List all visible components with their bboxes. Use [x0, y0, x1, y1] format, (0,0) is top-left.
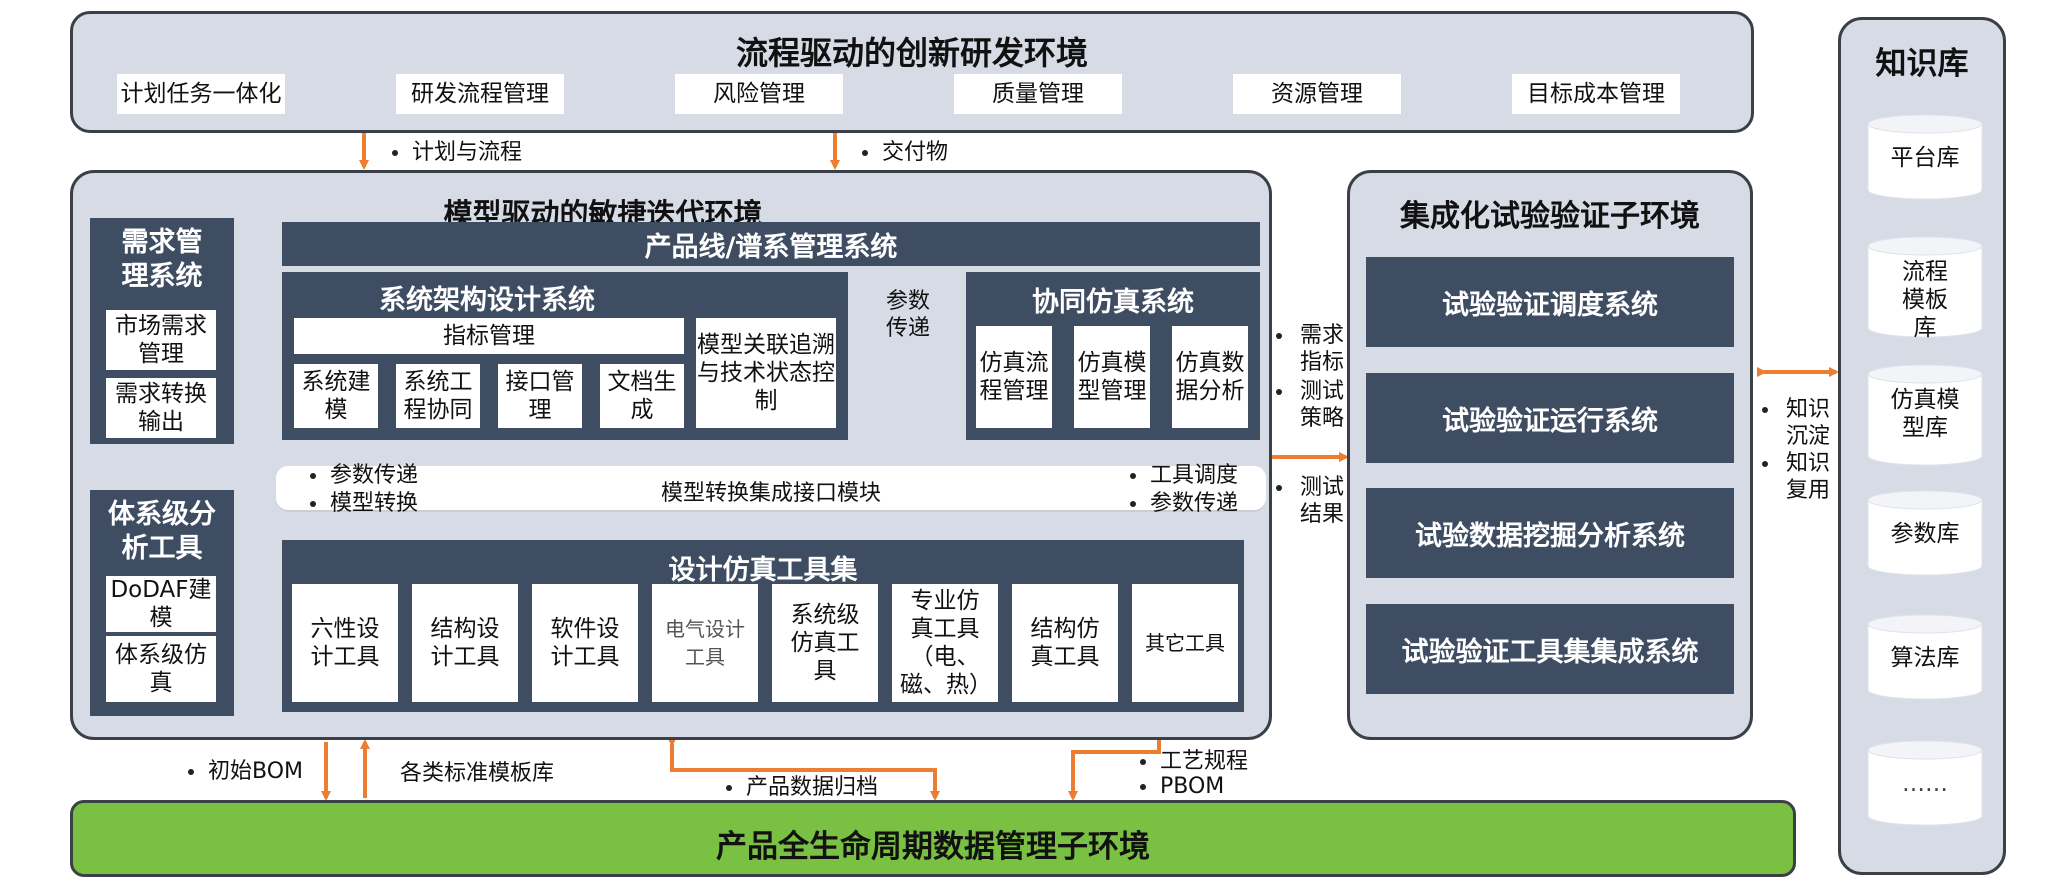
kb-item: 算法库	[1890, 645, 1960, 671]
arch-title: 系统架构设计系统	[379, 285, 595, 316]
label-req-indicator: 需求指标	[1276, 322, 1348, 376]
kb-item: 仿真模型库	[1890, 387, 1960, 441]
arch-trace: 模型关联追溯与技术状态控制	[696, 318, 836, 428]
arrow-archive	[667, 737, 940, 801]
kb-cylinder: 仿真模型库	[1867, 364, 1983, 466]
test-env-panel: 集成化试验验证子环境 试验验证调度系统 试验验证运行系统 试验数据挖掘分析系统 …	[1347, 170, 1753, 740]
requirements-system: 需求管理系统 市场需求管理 需求转换输出	[90, 218, 234, 444]
process-item: 研发流程管理	[396, 74, 564, 114]
kb-item: ……	[1902, 771, 1948, 797]
test-env-title: 集成化试验验证子环境	[1400, 199, 1700, 234]
tools-title: 设计仿真工具集	[668, 555, 858, 586]
tool-item: 系统级仿真工具	[772, 584, 878, 702]
plm-panel: 产品全生命周期数据管理子环境	[70, 800, 1796, 877]
kb-cylinder: 平台库	[1867, 114, 1983, 200]
kb-cylinder: ……	[1867, 740, 1983, 826]
cosim-item: 仿真模型管理	[1074, 326, 1150, 428]
label-test-result: 测试结果	[1276, 474, 1348, 528]
arch-item: 文档生成	[600, 364, 684, 428]
kb-item: 流程模板库	[1902, 259, 1948, 341]
process-item: 资源管理	[1233, 74, 1401, 114]
arch-indicator: 指标管理	[294, 318, 684, 354]
process-env-panel: 流程驱动的创新研发环境 计划任务一体化 研发流程管理 风险管理 质量管理 资源管…	[70, 11, 1754, 133]
sos-tool: 体系级分析工具 DoDAF建模 体系级仿真	[90, 490, 234, 716]
test-item: 试验数据挖掘分析系统	[1366, 488, 1734, 578]
sos-item: 体系级仿真	[106, 636, 216, 702]
arch-design-system: 系统架构设计系统 指标管理 系统建模 系统工程协同 接口管理 文档生成 模型关联…	[282, 272, 848, 440]
left-note: 模型转换	[310, 490, 418, 517]
cosim-title: 协同仿真系统	[1032, 287, 1194, 318]
tool-item: 结构仿真工具	[1012, 584, 1118, 702]
right-note: 参数传递	[1130, 490, 1238, 517]
label-knowledge-reuse: 知识复用	[1762, 450, 1834, 504]
left-note: 参数传递	[310, 462, 418, 489]
interface-module-label: 模型转换集成接口模块	[660, 481, 881, 506]
cosim-system: 协同仿真系统 仿真流程管理 仿真模型管理 仿真数据分析	[966, 272, 1260, 440]
plm-title: 产品全生命周期数据管理子环境	[716, 829, 1150, 865]
kb-cylinder: 参数库	[1867, 490, 1983, 576]
requirements-item: 市场需求管理	[106, 310, 216, 370]
tool-item: 软件设计工具	[532, 584, 638, 702]
label-pbom: PBOM	[1140, 773, 1224, 800]
tools-set: 设计仿真工具集 六性设计工具 结构设计工具 软件设计工具 电气设计工具 系统级仿…	[282, 540, 1244, 712]
process-item: 计划任务一体化	[117, 74, 285, 114]
label-templates: 各类标准模板库	[400, 761, 555, 786]
label-archive: 产品数据归档	[726, 774, 878, 801]
label-bom: 初始BOM	[188, 758, 303, 785]
kb-item: 参数库	[1890, 521, 1960, 547]
kb-cylinder: 算法库	[1867, 614, 1983, 700]
requirements-item: 需求转换输出	[106, 378, 216, 438]
label-test-strategy: 测试策略	[1276, 378, 1348, 432]
interface-module: 模型转换集成接口模块	[276, 466, 1266, 512]
knowledge-title: 知识库	[1875, 46, 1969, 82]
label-knowledge-deposit: 知识沉淀	[1762, 396, 1834, 450]
test-item: 试验验证工具集集成系统	[1366, 604, 1734, 694]
tool-item: 专业仿真工具（电、磁、热）	[892, 584, 998, 702]
knowledge-panel: 知识库 平台库 流程模板库 仿真模型库 参数库 算法库 ……	[1838, 17, 2006, 875]
cosim-item: 仿真数据分析	[1172, 326, 1248, 428]
label-plan: 计划与流程	[392, 139, 522, 166]
process-env-title: 流程驱动的创新研发环境	[735, 34, 1088, 72]
sos-title: 体系级分析工具	[108, 499, 216, 564]
test-item: 试验验证调度系统	[1366, 257, 1734, 347]
label-deliverables: 交付物	[862, 139, 948, 166]
sos-item: DoDAF建模	[106, 576, 216, 632]
arch-item: 系统建模	[294, 364, 378, 428]
tool-item: 六性设计工具	[292, 584, 398, 702]
kb-cylinder: 流程模板库	[1867, 236, 1983, 341]
label-param-pass: 参数传递	[885, 289, 930, 341]
label-process: 工艺规程	[1140, 748, 1248, 775]
requirements-title: 需求管理系统	[121, 227, 203, 292]
kb-item: 平台库	[1890, 145, 1960, 171]
product-line-system: 产品线/谱系管理系统	[282, 222, 1260, 266]
tool-item: 结构设计工具	[412, 584, 518, 702]
right-note: 工具调度	[1130, 462, 1238, 489]
process-item: 目标成本管理	[1512, 74, 1680, 114]
tool-item: 电气设计工具	[652, 584, 758, 702]
arch-item: 系统工程协同	[396, 364, 480, 428]
cosim-item: 仿真流程管理	[976, 326, 1052, 428]
process-item: 风险管理	[675, 74, 843, 114]
test-item: 试验验证运行系统	[1366, 373, 1734, 463]
process-item: 质量管理	[954, 74, 1122, 114]
arch-item: 接口管理	[498, 364, 582, 428]
tool-item: 其它工具	[1132, 584, 1238, 702]
